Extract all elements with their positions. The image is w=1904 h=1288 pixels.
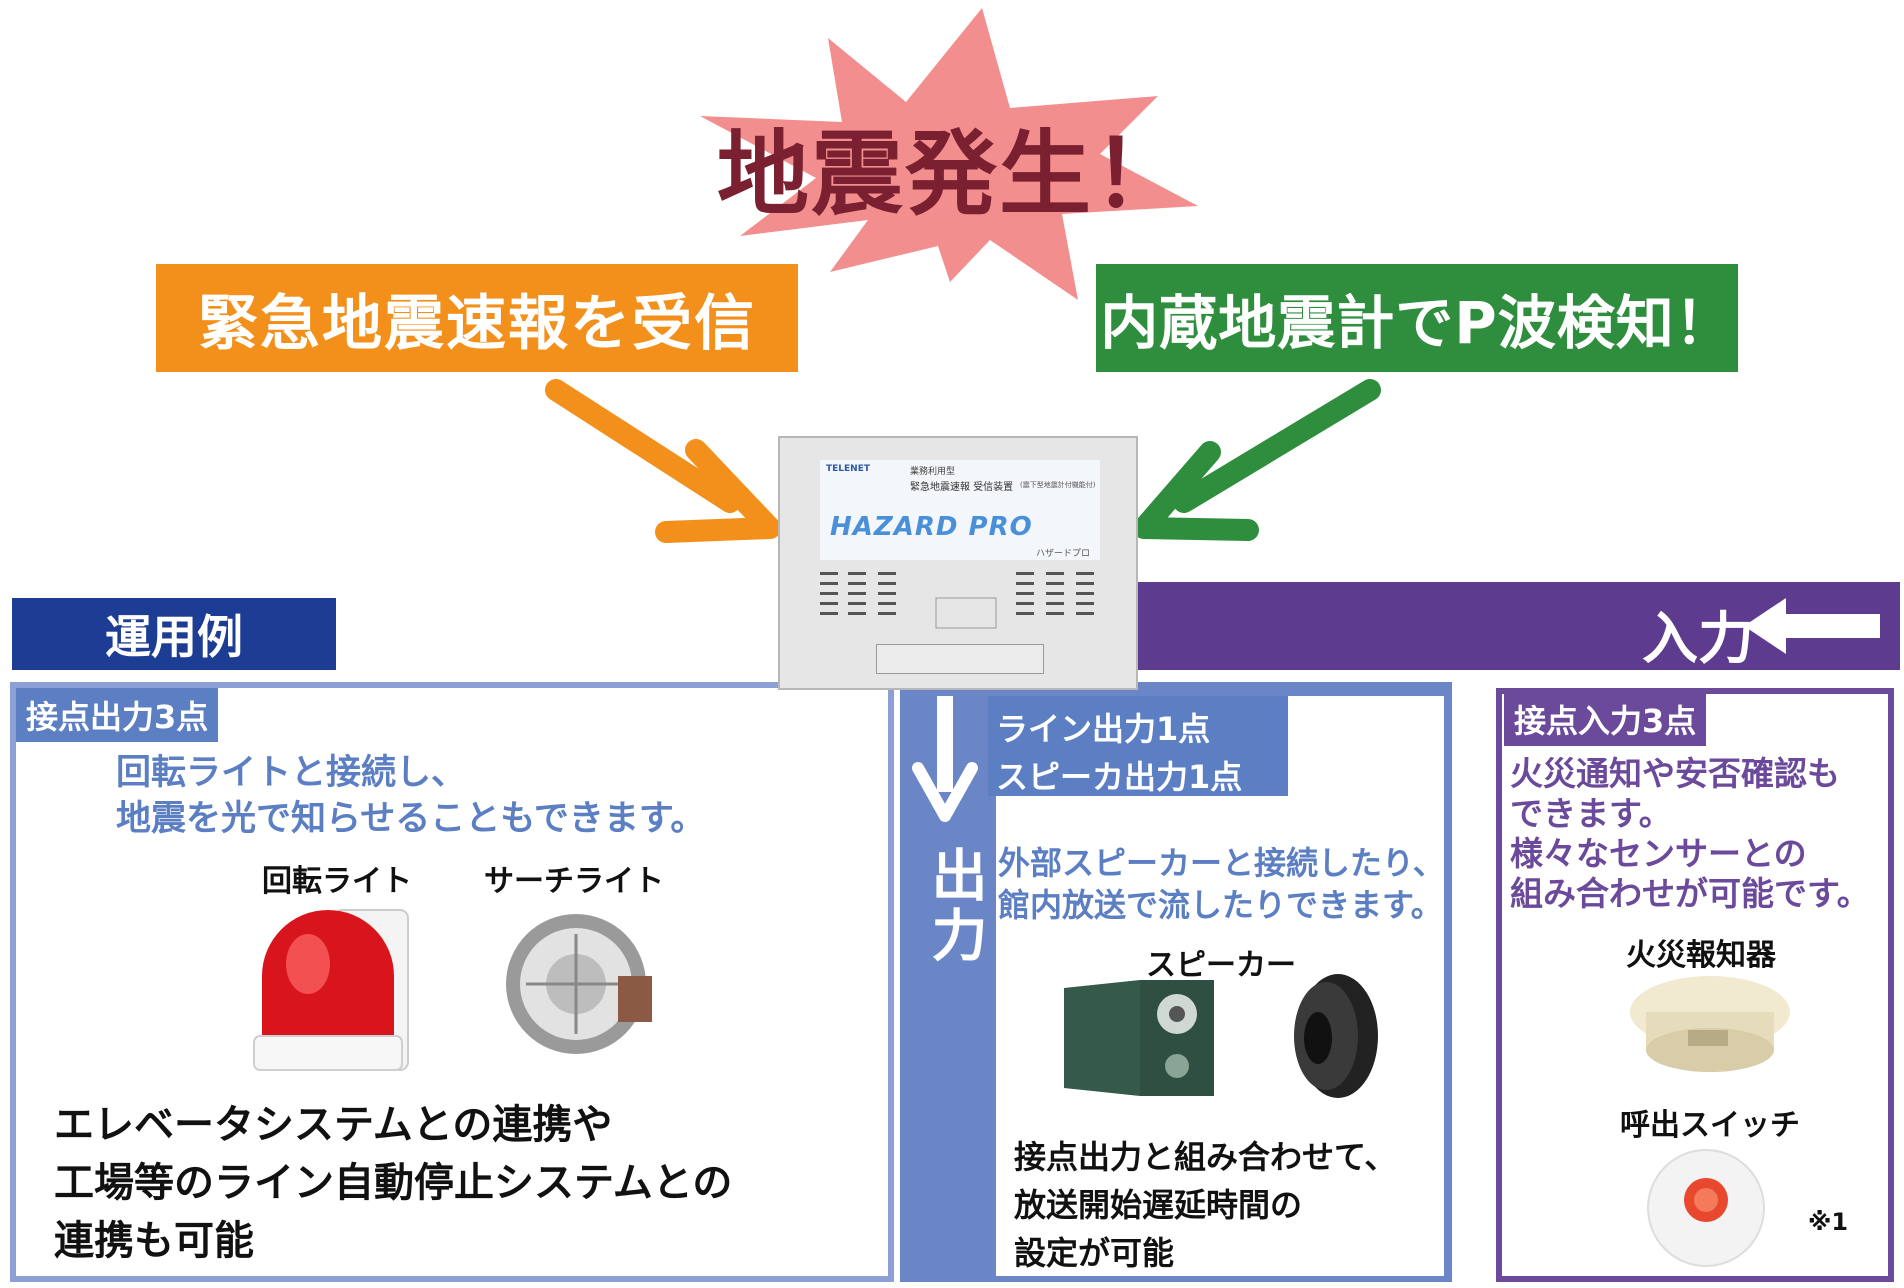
input-arrow-icon (1744, 598, 1880, 654)
line-output-label-box (988, 696, 1288, 796)
fire-alarm-caption: 火災報知器 (1626, 938, 1776, 973)
green-arrow-icon (1133, 379, 1381, 541)
contact-output-footer-3: 連携も可能 (54, 1218, 254, 1264)
line-output-footer-1: 接点出力と組み合わせて、 (1014, 1138, 1397, 1176)
output-arrow-icon (912, 696, 978, 822)
contact-output-description-1: 回転ライトと接続し、 (116, 753, 467, 793)
device-logo-kana: ハザードプロ (1036, 549, 1091, 559)
contact-input-description-2: できます。 (1510, 794, 1672, 833)
contact-output-description-2: 地震を光で知らせることもできます。 (116, 799, 706, 839)
contact-input-description-4: 組み合わせが可能です。 (1510, 874, 1870, 913)
input-label: 入力 (1642, 607, 1754, 672)
device-bottom-slot (876, 644, 1044, 674)
usage-example-tab: 運用例 (12, 598, 336, 670)
contact-input-description-1: 火災通知や安否確認も (1510, 754, 1840, 793)
contact-output-label: 接点出力3点 (16, 688, 219, 742)
line-output-footer-2: 放送開始遅延時間の (1014, 1186, 1303, 1224)
device-vent-grille (820, 572, 1094, 629)
device-line3: (震下型地震計付機能付) (1020, 481, 1096, 489)
headline: 地震発生！ (716, 121, 1187, 228)
line-output-footer-3: 設定が可能 (1014, 1234, 1175, 1272)
pwave-detection-box: 内蔵地震計でP波検知！ (1096, 264, 1738, 372)
call-switch-icon (1647, 1149, 1765, 1267)
contact-output-footer-2: 工場等のライン自動停止システムとの (54, 1160, 733, 1206)
device-logo: HAZARD PRO (830, 512, 1033, 542)
contact-input-description-3: 様々なセンサーとの (1510, 834, 1807, 873)
device-label-plate (820, 460, 1100, 560)
speaker-box-icon (1064, 980, 1214, 1096)
call-switch-caption: 呼出スイッチ (1620, 1108, 1800, 1143)
search-light-icon (506, 914, 652, 1054)
speaker-caption: スピーカー (1146, 948, 1296, 983)
speaker-driver-icon (1294, 974, 1378, 1098)
rotating-light-caption: 回転ライト (262, 864, 412, 899)
output-label: 出力 (922, 846, 987, 966)
device-line1: 業務利用型 (910, 467, 956, 477)
line-output-description-1: 外部スピーカーと接続したり、 (998, 844, 1445, 882)
device-line2: 緊急地震速報 受信装置 (910, 482, 1014, 493)
device-brand: TELENET (826, 464, 870, 474)
line-output-label: ライン出力1点 (996, 710, 1211, 748)
note-mark: ※1 (1808, 1208, 1849, 1236)
eew-reception-box: 緊急地震速報を受信 (156, 264, 798, 372)
contact-input-label: 接点入力3点 (1504, 692, 1707, 746)
contact-output-footer-1: エレベータシステムとの連携や (54, 1102, 613, 1148)
search-light-caption: サーチライト (484, 864, 664, 899)
line-output-description-2: 館内放送で流したりできます。 (998, 886, 1443, 924)
rotating-light-icon (253, 909, 409, 1071)
orange-arrow-icon (545, 379, 781, 543)
contact-output-panel (10, 682, 894, 1282)
hazard-pro-device: TELENET 業務利用型 緊急地震速報 受信装置 (震下型地震計付機能付) H… (778, 436, 1138, 690)
earthquake-burst-icon (700, 8, 1198, 300)
speaker-output-label: スピーカ出力1点 (996, 758, 1243, 796)
fire-alarm-icon (1630, 976, 1790, 1072)
